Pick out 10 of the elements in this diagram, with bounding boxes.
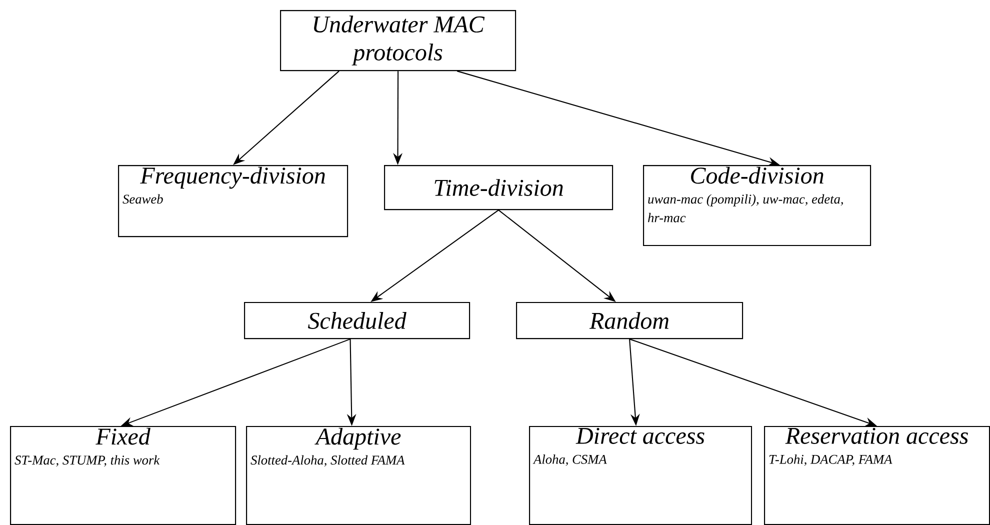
category-box: Fixed ST-Mac, STUMP, this work <box>10 426 236 525</box>
category-box: Direct access Aloha, CSMA <box>529 426 752 525</box>
category-box: Frequency-division Seaweb <box>118 165 348 238</box>
category-box: Time-division <box>384 165 614 210</box>
category-box: Reservation access T-Lohi, DACAP, FAMA <box>764 426 990 525</box>
category-box: Code-division uwan-mac (pompili), uw-mac, edeta, hr-mac <box>643 165 872 246</box>
category-box: Adaptive Slotted-Aloha, Slotted FAMA <box>246 426 472 525</box>
category-box: Random <box>516 302 744 340</box>
category-box: Scheduled <box>244 302 470 340</box>
category-box: Underwater MAC protocols <box>280 10 516 72</box>
